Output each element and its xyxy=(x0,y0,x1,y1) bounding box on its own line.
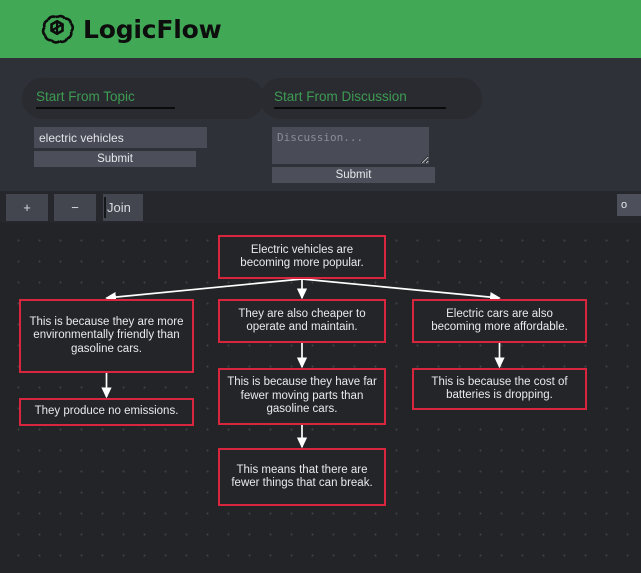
flow-node-label: They produce no emissions. xyxy=(34,405,179,418)
discussion-form-legend: Start From Discussion xyxy=(274,89,446,109)
flow-node[interactable]: This is because they are more environmen… xyxy=(19,299,194,373)
flow-node[interactable]: They are also cheaper to operate and mai… xyxy=(218,299,386,343)
topic-legend-rule xyxy=(36,107,175,109)
topic-form-legend: Start From Topic xyxy=(36,89,175,109)
zoom-in-button[interactable]: + xyxy=(6,193,48,221)
topic-form: Start From Topic Submit xyxy=(22,78,264,167)
discussion-form: Start From Discussion Submit xyxy=(260,78,482,183)
flow-node-label: Electric cars are also becoming more aff… xyxy=(431,307,568,334)
flow-edge xyxy=(105,278,303,303)
canvas-toolbar: + − Join o xyxy=(0,191,641,223)
brand: LogicFlow xyxy=(40,12,222,46)
openai-knot-icon xyxy=(41,14,74,44)
flow-edge xyxy=(301,278,501,303)
flow-canvas[interactable]: Electric vehicles are becoming more popu… xyxy=(0,223,641,573)
topic-field-stack: Submit xyxy=(22,127,264,167)
flow-node[interactable]: This means that there are fewer things t… xyxy=(218,448,386,506)
discussion-textarea[interactable] xyxy=(272,127,429,164)
flow-node-label: This is because they have far fewer movi… xyxy=(227,376,377,416)
flow-node[interactable]: They produce no emissions. xyxy=(19,398,194,426)
join-button[interactable]: Join xyxy=(103,193,143,221)
flow-node-label: This is because they are more environmen… xyxy=(29,315,184,355)
flow-node-label: This is because the cost of batteries is… xyxy=(431,375,568,402)
brand-name: LogicFlow xyxy=(83,14,222,44)
flow-node-label: This means that there are fewer things t… xyxy=(231,463,373,490)
zoom-out-button[interactable]: − xyxy=(54,193,96,221)
discussion-legend-rule xyxy=(274,107,446,109)
topic-input[interactable] xyxy=(34,127,207,148)
discussion-submit-button[interactable]: Submit xyxy=(272,167,435,183)
discussion-form-pill: Start From Discussion xyxy=(260,78,482,119)
flow-node[interactable]: Electric cars are also becoming more aff… xyxy=(412,299,587,343)
flow-node[interactable]: Electric vehicles are becoming more popu… xyxy=(218,235,386,279)
toolbar-right-control[interactable]: o xyxy=(617,194,641,216)
flow-node[interactable]: This is because they have far fewer movi… xyxy=(218,368,386,425)
discussion-field-stack: Submit xyxy=(260,127,482,183)
app-header: LogicFlow xyxy=(0,0,641,58)
flow-node-label: Electric vehicles are becoming more popu… xyxy=(240,243,364,270)
topic-form-pill: Start From Topic xyxy=(22,78,264,119)
flow-node-label: They are also cheaper to operate and mai… xyxy=(238,307,366,334)
forms-row: Start From Topic Submit Start From Discu… xyxy=(0,58,641,191)
topic-submit-button[interactable]: Submit xyxy=(34,151,196,167)
flow-node[interactable]: This is because the cost of batteries is… xyxy=(412,368,587,410)
